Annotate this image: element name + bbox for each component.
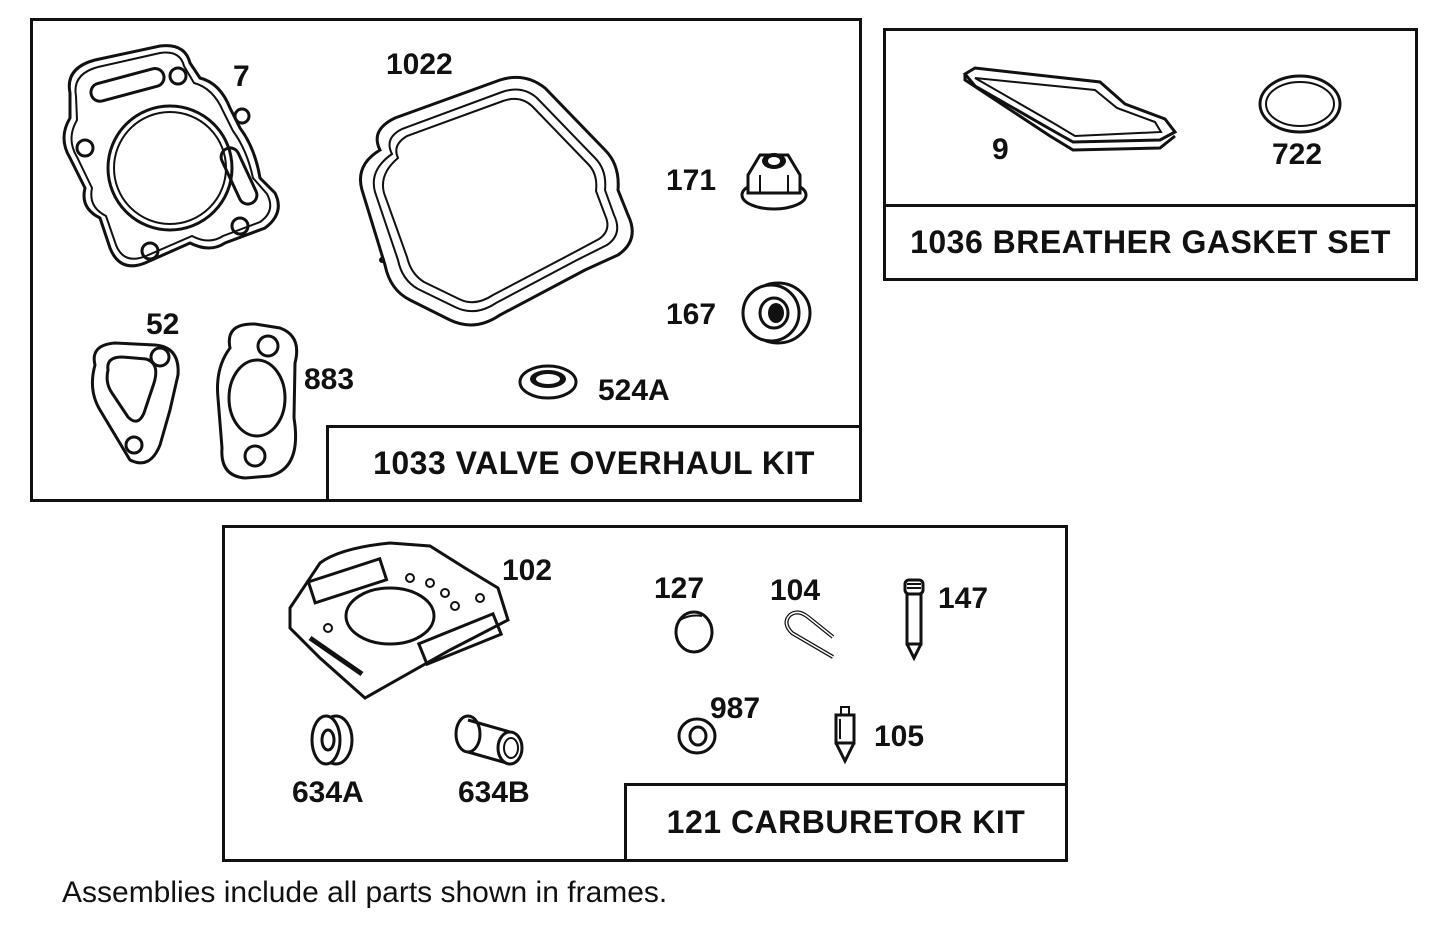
assemblies-footnote: Assemblies include all parts shown in fr… xyxy=(62,876,668,909)
breather-gasket-set-title: 1036 BREATHER GASKET SET xyxy=(883,204,1418,281)
part-number-722: 722 xyxy=(1272,138,1323,171)
flanged-tube-icon xyxy=(454,714,524,766)
part-number-9: 9 xyxy=(992,133,1009,166)
part-number-634a: 634A xyxy=(292,776,364,809)
part-number-7: 7 xyxy=(233,60,250,93)
part-number-102: 102 xyxy=(502,554,553,587)
flange-nut-icon xyxy=(740,153,808,211)
valve-seal-icon xyxy=(518,364,578,400)
part-number-127: 127 xyxy=(654,572,705,605)
hinge-pin-icon xyxy=(784,610,835,659)
part-number-883: 883 xyxy=(304,363,355,396)
part-number-987: 987 xyxy=(710,692,761,725)
oil-seal-icon xyxy=(741,281,812,345)
part-number-1022: 1022 xyxy=(386,48,453,81)
carburetor-kit-title: 121 CARBURETOR KIT xyxy=(624,783,1068,862)
washer-icon xyxy=(677,717,717,755)
part-number-104: 104 xyxy=(770,574,821,607)
part-number-634b: 634B xyxy=(458,776,530,809)
breather-gasket-icon xyxy=(962,66,1178,152)
welch-plug-icon xyxy=(674,610,714,654)
intake-gasket-icon xyxy=(216,322,299,480)
float-needle-icon xyxy=(903,578,925,662)
valve-overhaul-kit-title: 1033 VALVE OVERHAUL KIT xyxy=(326,425,862,502)
cylinder-head-gasket-icon xyxy=(62,44,280,268)
part-number-167: 167 xyxy=(666,298,717,331)
inlet-needle-icon xyxy=(834,706,856,765)
spacer-ring-icon xyxy=(310,714,354,766)
part-number-147: 147 xyxy=(938,582,989,615)
part-number-524a: 524A xyxy=(598,374,670,407)
rocker-cover-gasket-icon xyxy=(359,75,634,327)
part-number-52: 52 xyxy=(146,308,180,341)
part-number-105: 105 xyxy=(874,720,925,753)
exhaust-gasket-icon xyxy=(90,341,180,465)
part-number-171: 171 xyxy=(666,164,717,197)
carburetor-mounting-gasket-icon xyxy=(288,541,510,700)
o-ring-icon xyxy=(1258,74,1342,134)
